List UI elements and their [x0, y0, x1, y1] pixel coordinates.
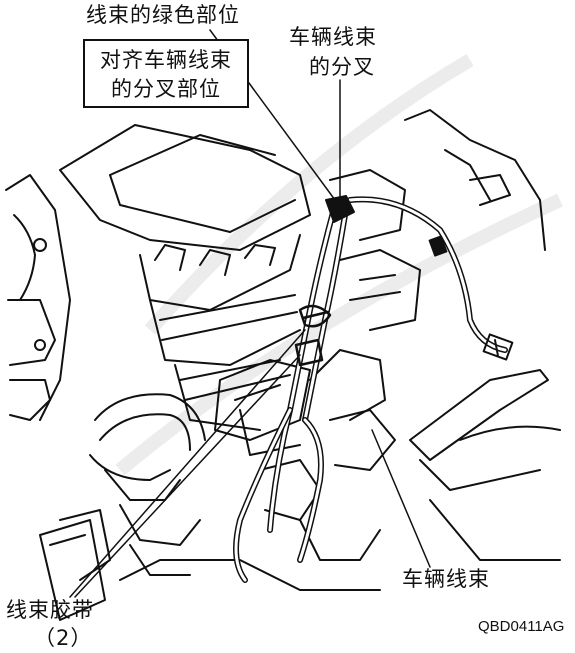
right-support-bar — [409, 369, 561, 561]
lower-left-hoses — [59, 393, 206, 581]
label-align-line1: 对齐车辆线束 — [100, 48, 232, 72]
watermark — [115, 53, 563, 476]
label-vehicle-harness-branch-line2: 的分叉 — [309, 55, 375, 79]
label-harness-clip-line1: 线束胶带 — [6, 598, 94, 622]
vehicle-harness-main — [267, 202, 348, 533]
label-vehicle-harness-branch-line1: 车辆线束 — [289, 25, 377, 49]
label-align-line2: 的分叉部位 — [111, 77, 221, 101]
vehicle-harness-inner — [268, 203, 347, 532]
harness-clip-lower — [294, 338, 324, 367]
central-engine-parts — [214, 349, 396, 561]
label-harness-green-part: 线束的绿色部位 — [86, 3, 240, 27]
figure-code: QBD0411AG — [478, 618, 565, 635]
label-harness-clip-line2: （2） — [34, 626, 93, 650]
harness-lower-loop-inner — [234, 408, 323, 582]
right-connector — [482, 333, 514, 361]
callout-box-align: 对齐车辆线束 的分叉部位 — [83, 39, 249, 108]
harness-branch-tape — [325, 195, 448, 257]
lower-left-tray — [39, 519, 381, 621]
label-vehicle-harness: 车辆线束 — [402, 567, 490, 591]
harness-clip-upper — [298, 304, 332, 328]
left-body-panel — [5, 174, 71, 421]
harness-branch-right-inner — [348, 197, 507, 352]
right-side-brackets — [329, 109, 546, 331]
